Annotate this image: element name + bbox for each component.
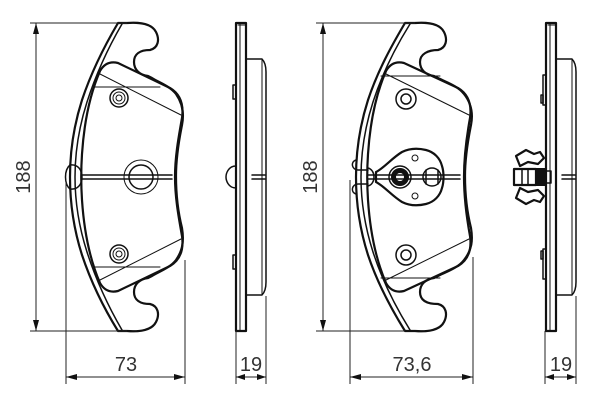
pad-1-thickness-label: 19 — [240, 354, 262, 376]
pad-2-rivet-top — [395, 88, 417, 110]
pad-2-height-label: 188 — [300, 160, 322, 193]
pad-2-thickness-label: 19 — [550, 354, 572, 376]
pad-1-side-friction — [245, 58, 267, 296]
pad-1-center-notch — [64, 164, 83, 190]
pad-1-side-bump — [225, 165, 237, 189]
pad-1-side-view — [225, 21, 267, 333]
pad-2-rivet-bottom — [395, 244, 417, 266]
pad-2-width-dimension: 73,6 — [349, 180, 474, 384]
pad-1-front-view — [64, 21, 184, 333]
pad-2-side-view — [512, 21, 577, 333]
pad-1-thickness-dimension: 19 — [235, 296, 267, 384]
pad-2-friction-material — [366, 61, 472, 293]
pad-2-side-clip — [512, 148, 576, 206]
pad-2-front-view — [351, 21, 473, 333]
pad-1-height-label: 188 — [13, 160, 35, 193]
pad-2-center-notch — [351, 159, 375, 195]
pad-1-center-hole — [123, 159, 159, 195]
pad-1-rivet-top — [109, 88, 129, 108]
pad-1-width-dimension: 73 — [65, 180, 186, 384]
pad-1-groove — [81, 174, 173, 180]
pad-2-thickness-dimension: 19 — [544, 296, 577, 384]
pad-2-side-friction — [555, 58, 577, 296]
pad-1-width-label: 73 — [115, 354, 137, 376]
pad-1-friction-material — [80, 61, 184, 293]
pad-2-height-dimension: 188 — [300, 22, 415, 332]
pad-1-height-dimension: 188 — [13, 22, 127, 332]
pad-2-spring-clip — [367, 147, 461, 207]
pad-1-rivet-bottom — [109, 244, 129, 264]
pad-1-side-backing-plate — [234, 21, 248, 333]
pad-1-backing-plate — [68, 21, 184, 333]
pad-2-width-label: 73,6 — [393, 354, 432, 376]
